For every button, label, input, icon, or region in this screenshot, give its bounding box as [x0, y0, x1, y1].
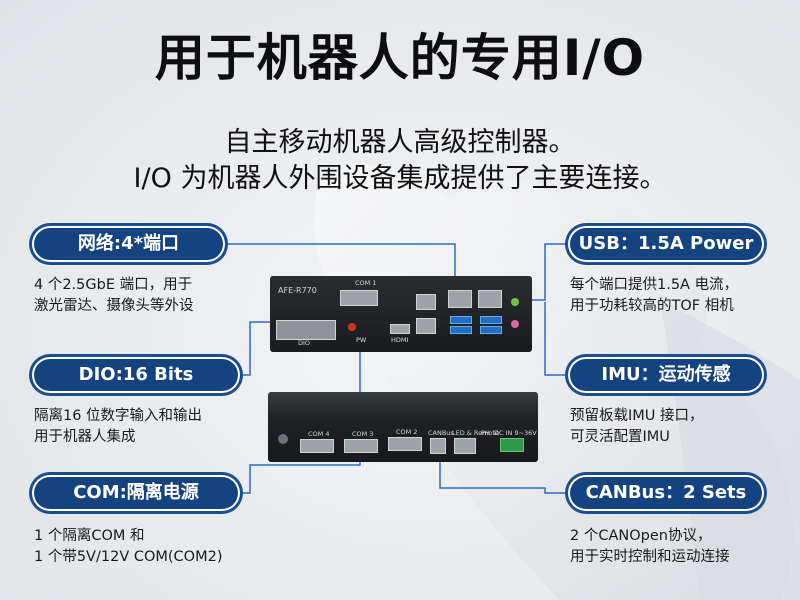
hdmi-port: [390, 324, 410, 334]
lan1-port: [416, 294, 436, 310]
port-label-com4: COM 4: [308, 430, 330, 438]
usb-feature-label: USB：1.5A Power: [568, 226, 764, 262]
lan2-port: [416, 318, 436, 334]
device-model-label: AFE-R770: [278, 286, 317, 295]
canbus-port: [430, 438, 446, 454]
com2-port: [388, 437, 422, 451]
device-front-panel: AFE-R770 COM 1 DIO PW HDMI: [270, 276, 532, 352]
usb-port-2: [480, 316, 502, 324]
com-feature-desc-2: 1 个带5V/12V COM(COM2): [34, 549, 223, 565]
lan4-port: [478, 290, 502, 308]
imu-feature-desc-2: 可灵活配置IMU: [570, 429, 670, 445]
usb-port-1: [480, 326, 502, 334]
subtitle-line-1: 自主移动机器人高级控制器。: [224, 127, 576, 158]
network-feature-label: 网络:4*端口: [32, 226, 225, 262]
canbus-feature-desc-1: 2 个CANOpen协议，: [570, 528, 712, 544]
com3-port: [344, 439, 378, 453]
usb-feature-desc-2: 用于功耗较高的TOF 相机: [570, 298, 734, 314]
usb-port-4: [450, 316, 472, 324]
port-label-com2: COM 2: [396, 428, 418, 436]
imu-feature-label: IMU：运动传感: [568, 357, 764, 393]
usb-feature-desc-1: 每个端口提供1.5A 电流，: [570, 277, 739, 293]
dio-feature-label: DIO:16 Bits: [32, 357, 240, 393]
device-rear-panel: COM 4 COM 3 COM 2 CANBus LED & Remote PH…: [268, 392, 538, 462]
port-label-pw: PW: [356, 336, 367, 344]
dc-in-terminal: [500, 438, 524, 452]
canbus-feature-label: CANBus：2 Sets: [568, 475, 764, 511]
power-indicator: [348, 323, 356, 331]
dio-feature-desc-2: 用于机器人集成: [34, 429, 136, 445]
dio-port: [276, 320, 336, 340]
canbus-feature-desc-2: 用于实时控制和运动连接: [570, 549, 730, 565]
led-remote-port: [454, 438, 476, 454]
subtitle-line-2: I/O 为机器人外围设备集成提供了主要连接。: [133, 163, 667, 194]
page-title: 用于机器人的专用I/O: [154, 29, 646, 87]
com4-port: [300, 439, 334, 453]
com1-port: [340, 290, 378, 306]
lan3-port: [448, 290, 472, 308]
network-feature-desc-2: 激光雷达、摄像头等外设: [34, 298, 194, 314]
port-label-dc-in: DC IN 9~36V: [494, 429, 537, 437]
com-feature-label: COM:隔离电源: [32, 475, 240, 511]
antenna-connector: [278, 434, 288, 444]
com-feature-desc-1: 1 个隔离COM 和: [34, 528, 145, 544]
usb-port-3: [450, 326, 472, 334]
port-label-dio: DIO: [298, 339, 311, 347]
port-label-com1: COM 1: [355, 279, 377, 287]
dio-feature-desc-1: 隔离16 位数字输入和输出: [34, 408, 203, 424]
port-label-canbus: CANBus: [428, 429, 454, 437]
port-label-hdmi: HDMI: [391, 336, 409, 344]
imu-feature-desc-1: 预留板载IMU 接口，: [570, 408, 704, 424]
port-label-led-remote: LED & Remote: [452, 429, 500, 437]
port-label-ph: PH: [481, 429, 490, 437]
network-feature-desc-1: 4 个2.5GbE 端口，用于: [34, 277, 193, 293]
audio-jack-green: [511, 298, 519, 306]
audio-jack-pink: [511, 320, 519, 328]
port-label-com3: COM 3: [352, 430, 374, 438]
